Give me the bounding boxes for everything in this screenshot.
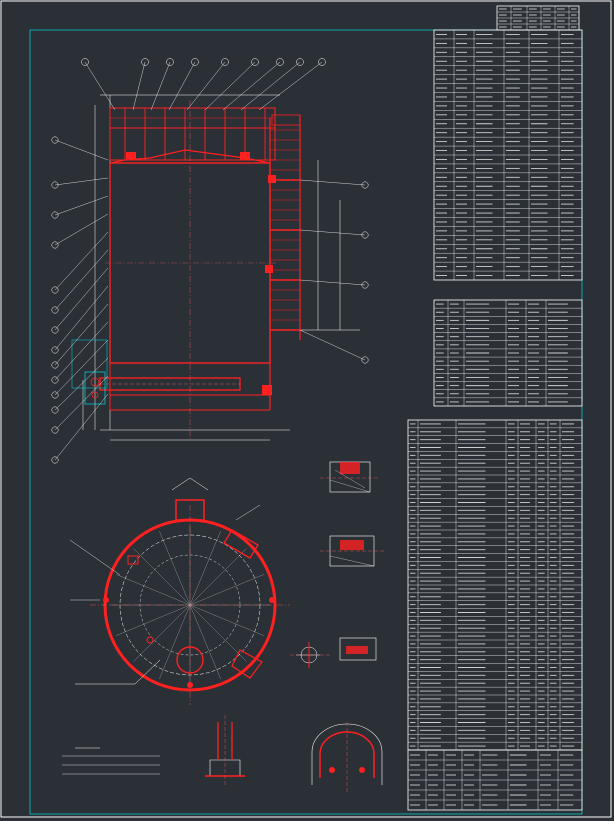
balloon-circle <box>51 211 59 219</box>
leader-line <box>54 339 109 396</box>
leader-line <box>299 329 366 361</box>
parts-list-table <box>407 419 583 751</box>
balloon-circle <box>361 281 369 289</box>
radial-line <box>189 604 221 679</box>
leader-line <box>54 285 109 351</box>
radial-line <box>189 548 247 606</box>
balloon-circle <box>361 181 369 189</box>
leader-line <box>54 393 109 461</box>
leader-line <box>54 195 109 216</box>
radial-line <box>189 531 221 606</box>
radial-line <box>189 604 247 662</box>
leader-line <box>54 139 109 161</box>
technical-spec-table <box>433 29 583 281</box>
leader-line <box>299 279 366 286</box>
nozzle-table <box>433 299 583 407</box>
ladder-rungs <box>270 129 300 331</box>
plan-view <box>69 477 290 705</box>
leader-line <box>299 179 366 186</box>
balloon-circle <box>141 58 149 66</box>
roof-posts <box>124 108 266 160</box>
leader-line <box>54 303 109 366</box>
leader-line <box>54 357 109 411</box>
balloon-circle <box>51 286 59 294</box>
balloon-circle <box>51 391 59 399</box>
notes-area <box>62 747 160 775</box>
title-block <box>407 749 583 811</box>
balloon-circle <box>276 58 284 66</box>
balloon-circle <box>221 58 229 66</box>
revision-table <box>496 5 580 31</box>
balloon-circle <box>81 58 89 66</box>
balloon-circle <box>191 58 199 66</box>
radial-line <box>189 604 264 636</box>
leader-line <box>132 61 146 111</box>
balloon-circle <box>51 241 59 249</box>
leader-line <box>84 61 116 111</box>
radial-line <box>116 574 191 606</box>
radial-line <box>189 574 264 606</box>
balloon-circle <box>51 346 59 354</box>
leader-line <box>204 61 256 111</box>
balloon-circle <box>51 306 59 314</box>
leader-line <box>150 61 171 111</box>
leader-line <box>54 213 109 246</box>
leader-line <box>186 61 226 111</box>
leader-line <box>54 177 109 186</box>
balloon-circle <box>51 361 59 369</box>
balloon-circle <box>361 231 369 239</box>
radial-line <box>159 604 191 679</box>
radial-line <box>133 604 191 662</box>
balloon-circle <box>51 136 59 144</box>
elevation-view <box>51 58 369 464</box>
balloon-circle <box>51 456 59 464</box>
leader-line <box>240 61 301 111</box>
balloon-circle <box>318 58 326 66</box>
radial-line <box>133 548 191 606</box>
balloon-circle <box>51 376 59 384</box>
leader-line <box>222 61 281 111</box>
leader-line <box>168 61 196 111</box>
balloon-circle <box>51 326 59 334</box>
leader-balloons <box>51 58 369 464</box>
leader-line <box>54 231 109 291</box>
nozzleTable-border <box>433 299 583 407</box>
leader-line <box>54 267 109 331</box>
radial-line <box>159 531 191 606</box>
leader-line <box>54 375 109 431</box>
balloon-circle <box>296 58 304 66</box>
leader-line <box>299 229 366 236</box>
leader-line <box>54 249 109 311</box>
balloon-circle <box>51 181 59 189</box>
balloon-circle <box>251 58 259 66</box>
leader-line <box>258 61 323 111</box>
leader-line <box>54 321 109 381</box>
balloon-circle <box>166 58 174 66</box>
radial-line <box>116 604 191 636</box>
balloon-circle <box>51 426 59 434</box>
roof-frame <box>109 107 276 161</box>
detail-views <box>205 461 384 792</box>
balloon-circle <box>51 406 59 414</box>
balloon-circle <box>361 356 369 364</box>
